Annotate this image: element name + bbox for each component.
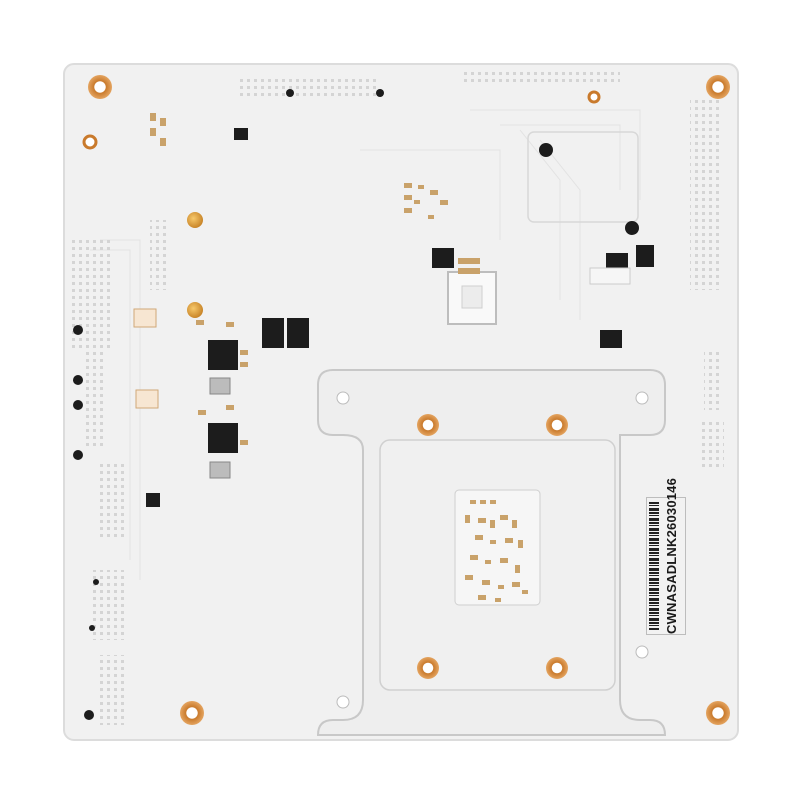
- small-chip: [234, 128, 248, 140]
- mounting-holes: [88, 75, 730, 725]
- mounting-hole-top-left: [88, 75, 112, 99]
- gold-test-pad: [187, 302, 203, 318]
- cooler-mounts: [417, 414, 568, 679]
- mosfet-chip: [287, 318, 309, 348]
- mounting-hole-top-right: [706, 75, 730, 99]
- right-small-chip: [636, 245, 654, 267]
- black-standoffs: [73, 89, 384, 631]
- cooler-mount: [417, 657, 439, 679]
- right-component-block: [589, 267, 631, 285]
- center-chip-die: [461, 285, 483, 309]
- cooler-mount: [546, 657, 568, 679]
- right-header-dots-2: [704, 350, 722, 410]
- top-right-dots: [460, 70, 620, 82]
- right-small-chip: [606, 253, 628, 269]
- top-right-connector: [625, 221, 639, 235]
- serial-number-sticker: CWNASADLNK26030146: [646, 477, 686, 635]
- serial-number: CWNASADLNK26030146: [664, 477, 679, 634]
- right-small-chip: [600, 330, 622, 348]
- cpu-capacitor-area: [454, 489, 541, 606]
- backplate-hole: [635, 391, 649, 405]
- smd-capacitors: [465, 500, 528, 602]
- left-header-dots-5: [86, 340, 106, 450]
- backplate-hole: [635, 645, 649, 659]
- backplate-hole: [336, 391, 350, 405]
- fan-connector: [135, 389, 159, 409]
- gold-test-pad: [187, 212, 203, 228]
- right-header-dots-3: [700, 420, 724, 470]
- barcode: [649, 502, 659, 630]
- top-right-connector: [539, 143, 553, 157]
- cooler-mount: [417, 414, 439, 436]
- left-header-dots-2: [100, 460, 128, 540]
- top-right-outline: [527, 131, 639, 223]
- vrm-chip: [208, 423, 238, 453]
- right-header-dots: [690, 100, 722, 290]
- top-right-via: [587, 90, 601, 104]
- via: [84, 710, 94, 720]
- backplate-hole: [336, 695, 350, 709]
- pcb-traces: [90, 109, 641, 580]
- vrm-chip: [208, 340, 238, 370]
- top-header-dots: [240, 76, 380, 100]
- inductor: [209, 377, 231, 395]
- inductor: [209, 461, 231, 479]
- fan-connector: [133, 308, 157, 328]
- vrm-smd: [150, 113, 248, 445]
- via: [82, 134, 98, 150]
- vrm-chips: [146, 128, 309, 507]
- cooler-mount: [546, 414, 568, 436]
- small-chip: [146, 493, 160, 507]
- mosfet-chip: [262, 318, 284, 348]
- left-header-dots-4: [150, 220, 168, 290]
- center-top-chip: [432, 248, 454, 268]
- center-top-smd: [404, 183, 480, 274]
- bottom-left-dots: [98, 655, 128, 725]
- mounting-hole-bottom-left: [180, 701, 204, 725]
- mounting-hole-bottom-right: [706, 701, 730, 725]
